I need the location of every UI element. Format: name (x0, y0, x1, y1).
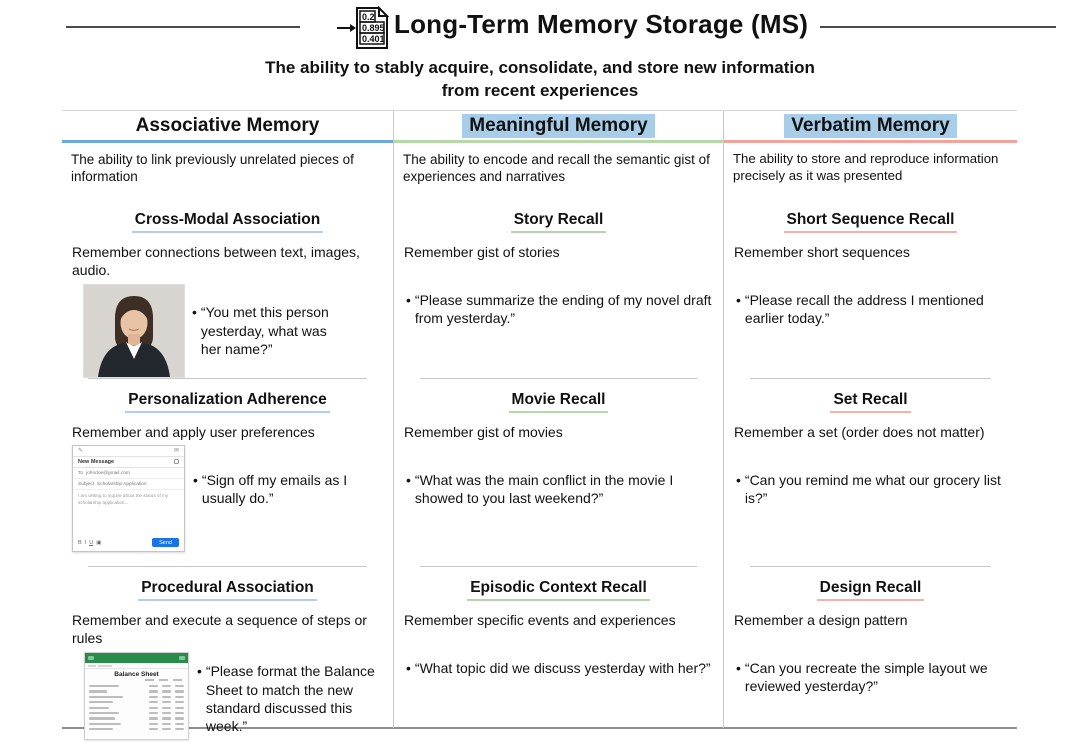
email-body-text: I am writing to inquire about the status… (78, 493, 169, 506)
section-design-recall: Design Recall Remember a design pattern … (724, 566, 1017, 733)
section-text: Remember and apply user preferences (72, 424, 315, 440)
section-text: Remember a design pattern (734, 612, 908, 628)
spreadsheet-screenshot: Balance Sheet (84, 652, 189, 741)
section-divider (750, 378, 991, 379)
example-quote: “You met this person yesterday, what was… (192, 303, 350, 358)
compose-icon: ✎ (78, 448, 84, 455)
section-divider (750, 566, 991, 567)
section-divider (420, 378, 697, 379)
section-personalization-adherence: Personalization Adherence Remember and a… (62, 378, 393, 566)
section-set-recall: Set Recall Remember a set (order does no… (724, 378, 1017, 566)
subtitle-line-2: from recent experiences (441, 80, 639, 100)
portrait-photo (84, 285, 184, 378)
attach-image-icon: ▣ (96, 539, 102, 546)
title-rule-left (66, 26, 300, 28)
column-associative-memory: Associative Memory The ability to link p… (62, 111, 393, 741)
column-title-label: Verbatim Memory (784, 113, 957, 138)
section-divider (88, 566, 367, 567)
example-figure-row: Balance Sheet “Please format the Balance… (84, 652, 393, 741)
example-figure-row: “You met this person yesterday, what was… (84, 285, 393, 378)
section-text: Remember a set (order does not matter) (734, 424, 985, 440)
example-quote: “Can you recreate the simple layout we r… (736, 659, 1009, 695)
column-meaningful-memory: Meaningful Memory The ability to encode … (393, 111, 723, 728)
example-quote: “Please recall the address I mentioned e… (736, 291, 1009, 327)
column-description: The ability to store and reproduce infor… (733, 151, 999, 183)
icon-value-top: 0.2 (362, 12, 375, 22)
section-divider (88, 378, 367, 379)
section-text: Remember gist of movies (404, 424, 563, 440)
section-divider (420, 566, 697, 567)
section-title: Design Recall (724, 579, 1017, 601)
section-episodic-context-recall: Episodic Context Recall Remember specifi… (394, 566, 723, 733)
subtitle-line-1: The ability to stably acquire, consolida… (265, 58, 815, 77)
email-to-field: To johndoe@gmail.com (73, 468, 184, 480)
spreadsheet-toolbar (85, 653, 188, 664)
section-title: Story Recall (394, 211, 723, 233)
section-title: Episodic Context Recall (394, 579, 723, 601)
email-window-title: New Message (78, 459, 115, 466)
section-movie-recall: Movie Recall Remember gist of movies “Wh… (394, 378, 723, 566)
example-quote: “What topic did we discuss yesterday wit… (406, 659, 715, 677)
spreadsheet-column-headers (85, 679, 188, 682)
email-send-button: Send (152, 538, 179, 548)
memory-taxonomy-table: Associative Memory The ability to link p… (62, 110, 1017, 741)
section-title: Cross-Modal Association (62, 211, 393, 233)
column-title: Verbatim Memory (724, 111, 1017, 143)
example-quote: “Please summarize the ending of my novel… (406, 291, 715, 327)
section-title: Set Recall (724, 391, 1017, 413)
column-title-label: Associative Memory (135, 114, 320, 136)
icon-value-middle: 0.895 (362, 23, 385, 33)
column-title-label: Meaningful Memory (462, 113, 655, 138)
example-quote: “Can you remind me what our grocery list… (736, 471, 1009, 507)
example-quote: “Please format the Balance Sheet to matc… (197, 662, 383, 735)
metric-document-icon: 0.2 0.895 0.401 (337, 5, 390, 55)
spreadsheet-formula-bar (85, 663, 188, 670)
column-title: Associative Memory (62, 111, 393, 143)
section-title: Movie Recall (394, 391, 723, 413)
example-figure-row: ✎ ✉ New Message ▢ To johndoe@gmail.com (72, 445, 393, 553)
section-text: Remember specific events and experiences (404, 612, 676, 628)
section-procedural-association: Procedural Association Remember and exec… (62, 566, 393, 741)
icon-value-bottom: 0.401 (362, 34, 385, 44)
column-description: The ability to link previously unrelated… (71, 152, 354, 185)
email-subject-field: Subject Scholarship Application (73, 479, 184, 491)
example-quote: “Sign off my emails as I usually do.” (193, 471, 371, 507)
example-quote: “What was the main conflict in the movie… (406, 471, 715, 507)
section-cross-modal-association: Cross-Modal Association Remember connect… (62, 211, 393, 378)
section-text: Remember and execute a sequence of steps… (72, 612, 367, 647)
spreadsheet-title: Balance Sheet (114, 671, 159, 679)
envelope-icon: ✉ (173, 448, 179, 455)
email-format-bar: B I U ▣ (78, 539, 102, 546)
section-title: Short Sequence Recall (724, 211, 1017, 233)
column-description: The ability to encode and recall the sem… (403, 152, 710, 185)
email-toolbar: ✎ ✉ (73, 446, 184, 456)
section-text: Remember short sequences (734, 244, 910, 260)
expand-icon: ▢ (173, 459, 179, 466)
section-title: Procedural Association (62, 579, 393, 601)
column-verbatim-memory: Verbatim Memory The ability to store and… (723, 111, 1017, 728)
section-story-recall: Story Recall Remember gist of stories “P… (394, 211, 723, 378)
section-title: Personalization Adherence (62, 391, 393, 413)
page-title: Long-Term Memory Storage (MS) (394, 9, 809, 39)
page-subtitle: The ability to stably acquire, consolida… (60, 57, 1020, 103)
title-rule-right (820, 26, 1056, 28)
spreadsheet-rows (85, 682, 188, 739)
section-text: Remember connections between text, image… (72, 244, 360, 279)
column-title: Meaningful Memory (394, 111, 723, 143)
section-short-sequence-recall: Short Sequence Recall Remember short seq… (724, 211, 1017, 378)
section-text: Remember gist of stories (404, 244, 560, 260)
email-compose-screenshot: ✎ ✉ New Message ▢ To johndoe@gmail.com (72, 445, 185, 553)
